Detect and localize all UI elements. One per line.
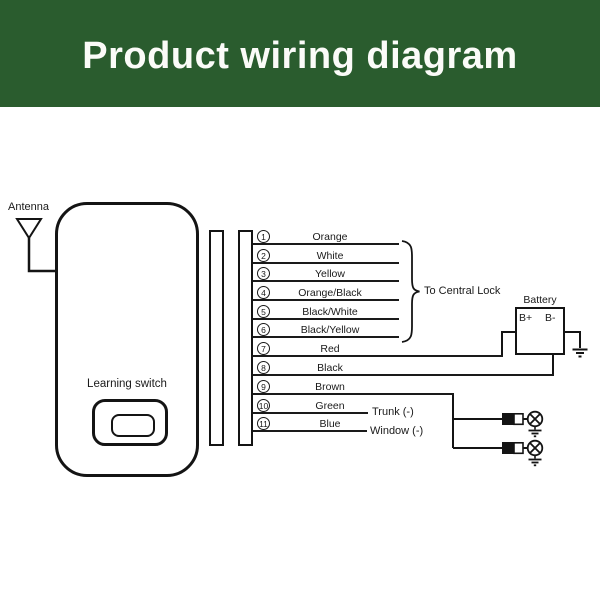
window-label: Window (-): [370, 425, 424, 437]
central-lock-brace-icon: [401, 240, 420, 343]
wire-label: Orange/Black: [298, 287, 362, 299]
wire-line: [253, 412, 368, 414]
wire-line: [253, 336, 399, 338]
antenna-label: Antenna: [8, 201, 49, 213]
learning-switch-button-inner: [111, 414, 155, 437]
wire-number: 3: [257, 267, 270, 280]
learning-switch-button: [92, 399, 168, 446]
wire-line: [253, 243, 399, 245]
lamp-icon: [526, 410, 544, 430]
wire-label: Orange: [312, 231, 348, 243]
wire-label: Black: [317, 362, 343, 374]
wire-line: [253, 280, 399, 282]
central-lock-label: To Central Lock: [424, 285, 501, 297]
battery-box: [515, 307, 565, 355]
wire-number: 2: [257, 249, 270, 262]
wire-number: 4: [257, 286, 270, 299]
battery-label: Battery: [523, 294, 557, 306]
wire-line: [253, 318, 399, 320]
ground-icon: [572, 348, 588, 358]
wire-line: [253, 430, 367, 432]
wire-number: 7: [257, 342, 270, 355]
wire-label: Blue: [319, 418, 341, 430]
trunk-label: Trunk (-): [372, 406, 414, 418]
wire-number: 8: [257, 361, 270, 374]
wire-line: [253, 262, 399, 264]
wire-line: [253, 299, 399, 301]
wire-number: 1: [257, 230, 270, 243]
antenna-icon: [15, 218, 55, 273]
wire-number: 6: [257, 323, 270, 336]
wire-label: Black/White: [302, 306, 358, 318]
wire-line: [253, 374, 554, 376]
wire-line: [253, 355, 503, 357]
wire-label: Black/Yellow: [300, 324, 360, 336]
wire-label: White: [316, 250, 344, 262]
battery-bminus-label: B-: [545, 312, 556, 324]
ground-icon: [528, 429, 542, 438]
lamp-icon: [526, 439, 544, 459]
control-unit-box: [55, 202, 199, 477]
wire-number: 11: [257, 417, 270, 430]
connector-block-1: [209, 230, 224, 446]
learning-switch-label: Learning switch: [87, 378, 167, 390]
ground-icon: [528, 458, 542, 467]
wire-number: 10: [257, 399, 270, 412]
wire-number: 5: [257, 305, 270, 318]
inline-connector-icon: [502, 412, 528, 426]
title-banner: Product wiring diagram: [0, 0, 600, 107]
inline-connector-icon: [502, 441, 528, 455]
connector-block-2: [238, 230, 253, 446]
wire-label: Brown: [315, 381, 345, 393]
wire-line: [253, 393, 454, 395]
battery-bplus-label: B+: [519, 312, 533, 324]
page-title: Product wiring diagram: [82, 35, 518, 77]
wire-number: 9: [257, 380, 270, 393]
wire-label: Yellow: [315, 268, 345, 280]
wire-label: Green: [315, 400, 345, 412]
wire-label: Red: [320, 343, 340, 355]
